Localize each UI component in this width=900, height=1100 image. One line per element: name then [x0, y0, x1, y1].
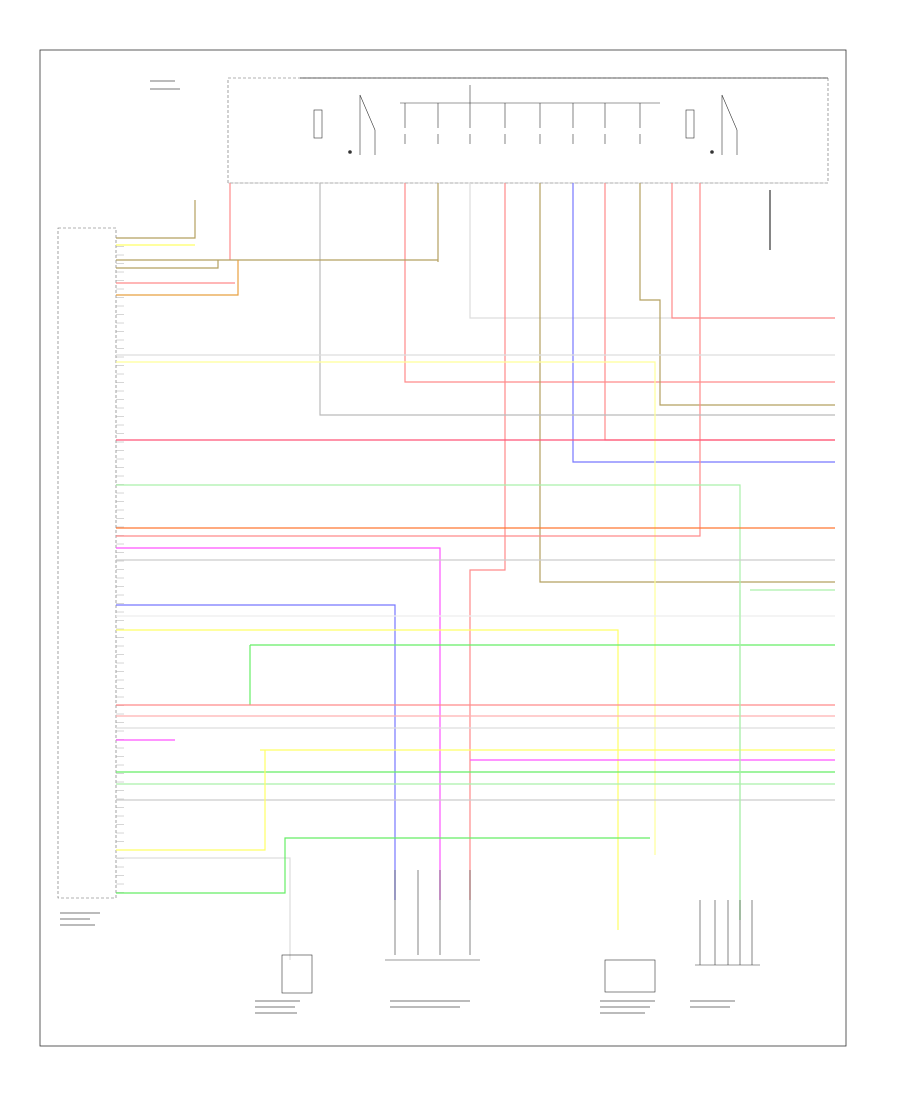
caption-mark — [150, 88, 180, 90]
caption-mark — [690, 1000, 735, 1002]
ecm-pin-ticks — [116, 237, 124, 893]
caption-mark — [390, 1006, 460, 1008]
fuse-row — [404, 103, 641, 144]
fuel-level-connector — [695, 900, 760, 966]
caption-mark — [600, 1000, 655, 1002]
horizontal-wires — [116, 200, 835, 960]
pedal-switch-component — [281, 954, 313, 994]
clutch-sensor-connectors — [385, 870, 480, 961]
unreadable-caption-marks — [60, 80, 735, 1014]
caption-mark — [600, 1006, 650, 1008]
relay-left — [313, 94, 376, 155]
caption-mark — [255, 1006, 295, 1008]
fuse-box — [227, 77, 829, 184]
caption-mark — [690, 1006, 730, 1008]
vertical-wires — [229, 183, 835, 900]
caption-mark — [255, 1012, 297, 1014]
caption-mark — [60, 924, 95, 926]
caption-mark — [150, 80, 175, 82]
relay-right — [685, 94, 738, 155]
engine-control-module — [57, 227, 117, 899]
caption-mark — [600, 1012, 645, 1014]
caption-mark — [60, 918, 90, 920]
caption-mark — [390, 1000, 470, 1002]
diagram-border — [39, 49, 847, 1047]
pressure-sensor-component — [604, 959, 656, 993]
caption-mark — [255, 1000, 300, 1002]
caption-mark — [60, 912, 100, 914]
